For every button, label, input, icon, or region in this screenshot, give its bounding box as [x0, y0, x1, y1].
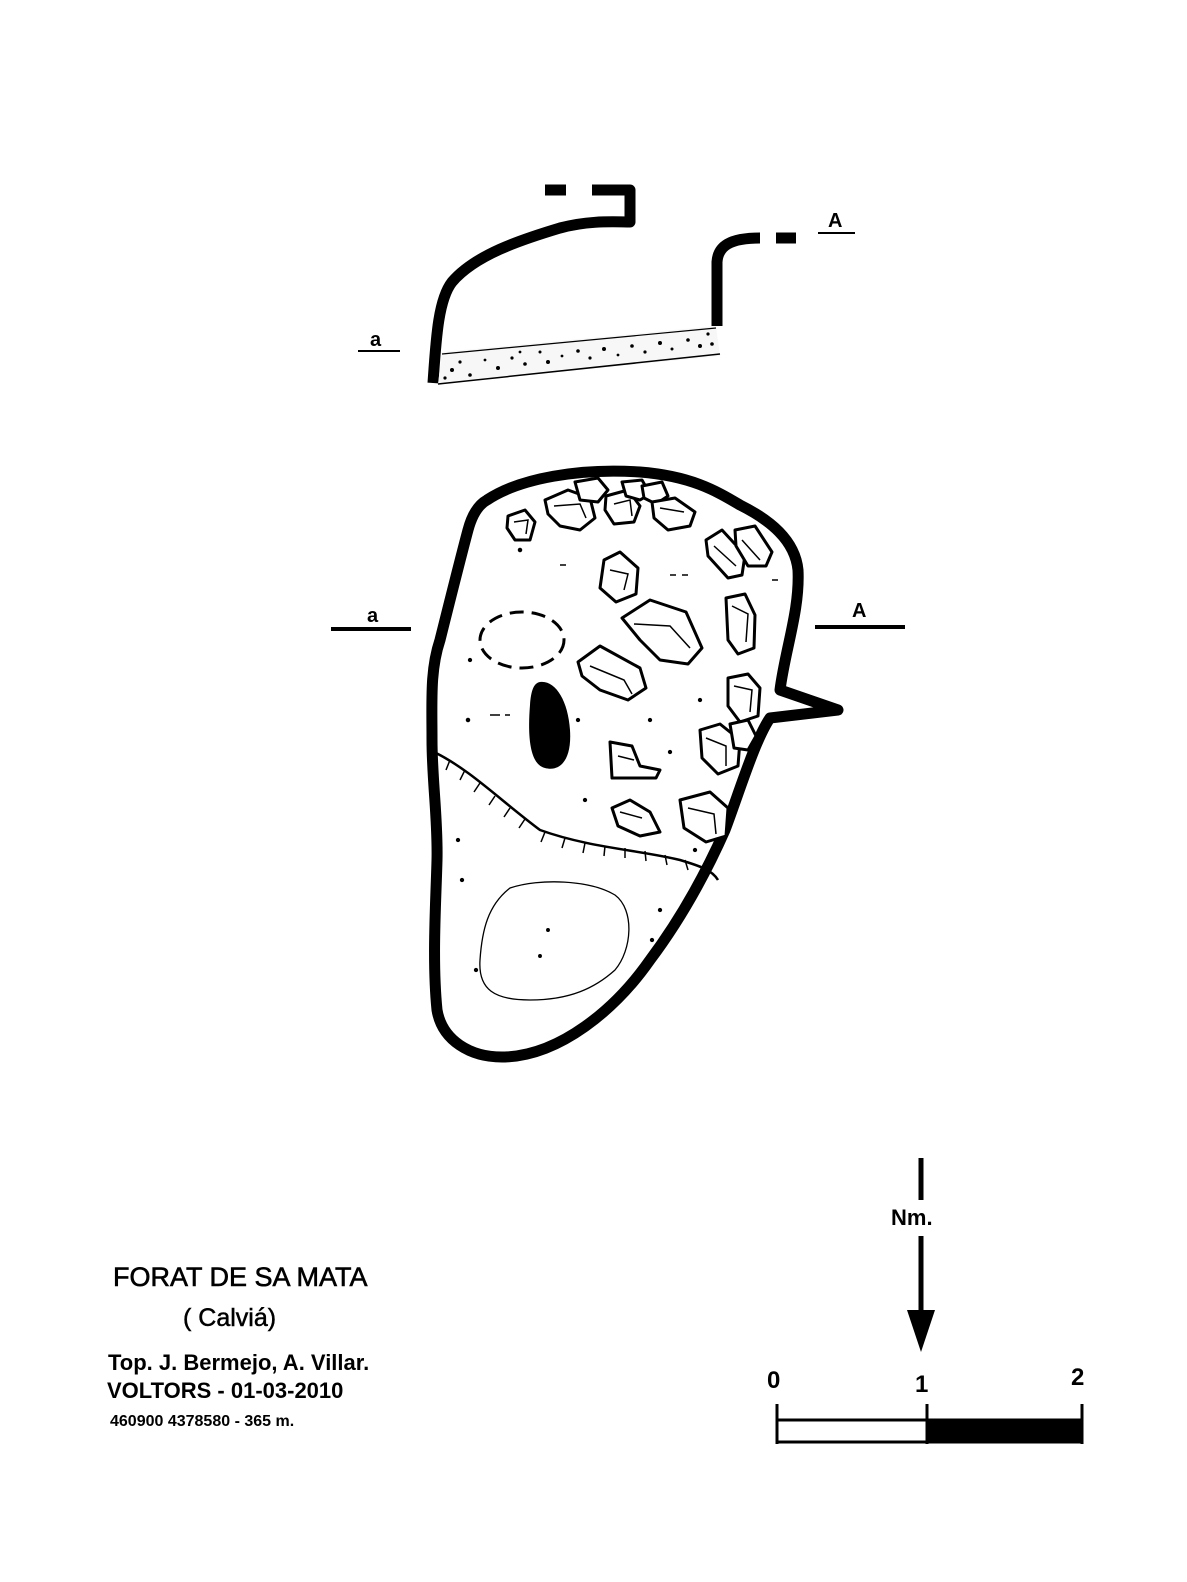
cave-profile-section: a A — [358, 184, 855, 385]
scale-tick-2: 2 — [1071, 1364, 1084, 1391]
plan-marker-left-label: a — [367, 605, 379, 627]
scale-tick-1: 1 — [915, 1371, 928, 1398]
plan-pit — [529, 681, 571, 769]
profile-sediment-floor — [437, 326, 721, 385]
north-arrow-label: Nm. — [891, 1205, 933, 1230]
scale-tick-0: 0 — [767, 1367, 780, 1394]
plan-boulder-details — [513, 499, 761, 835]
profile-left-wall — [427, 184, 636, 384]
profile-marker-right-label: A — [828, 210, 842, 232]
plan-skylight-dashed — [478, 610, 566, 670]
profile-marker-left-label: a — [370, 329, 382, 351]
plan-slope-line — [435, 751, 720, 881]
north-arrow: Nm. — [891, 1158, 935, 1352]
cave-plan-view: a A — [331, 465, 905, 1063]
plan-floor-texture — [455, 547, 778, 973]
profile-right-wall — [711, 232, 761, 326]
scale-bar: 0 1 2 — [767, 1364, 1084, 1444]
plan-marker-right-label: A — [852, 600, 866, 622]
plan-pool — [479, 881, 630, 1001]
